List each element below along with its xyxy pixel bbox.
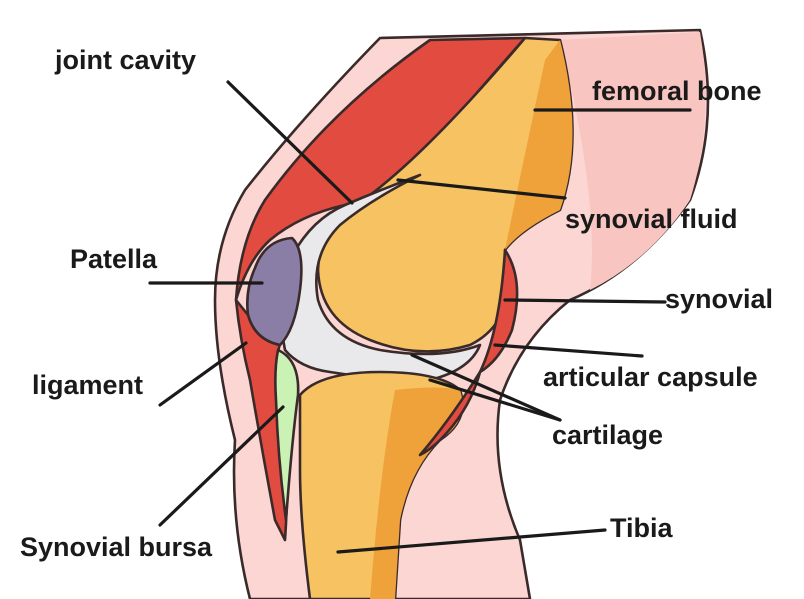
label-tibia: Tibia (610, 515, 673, 542)
label-articular-capsule: articular capsule (543, 364, 758, 391)
label-synovial: synovial (665, 286, 773, 313)
label-femoral-bone: femoral bone (592, 78, 762, 105)
label-cartilage: cartilage (552, 422, 663, 449)
label-synovial-fluid: synovial fluid (565, 206, 738, 233)
label-synovial-bursa: Synovial bursa (20, 534, 212, 561)
label-patella: Patella (70, 246, 157, 273)
leader-synovial (505, 300, 665, 302)
label-ligament: ligament (32, 372, 143, 399)
label-joint-cavity: joint cavity (55, 47, 196, 74)
